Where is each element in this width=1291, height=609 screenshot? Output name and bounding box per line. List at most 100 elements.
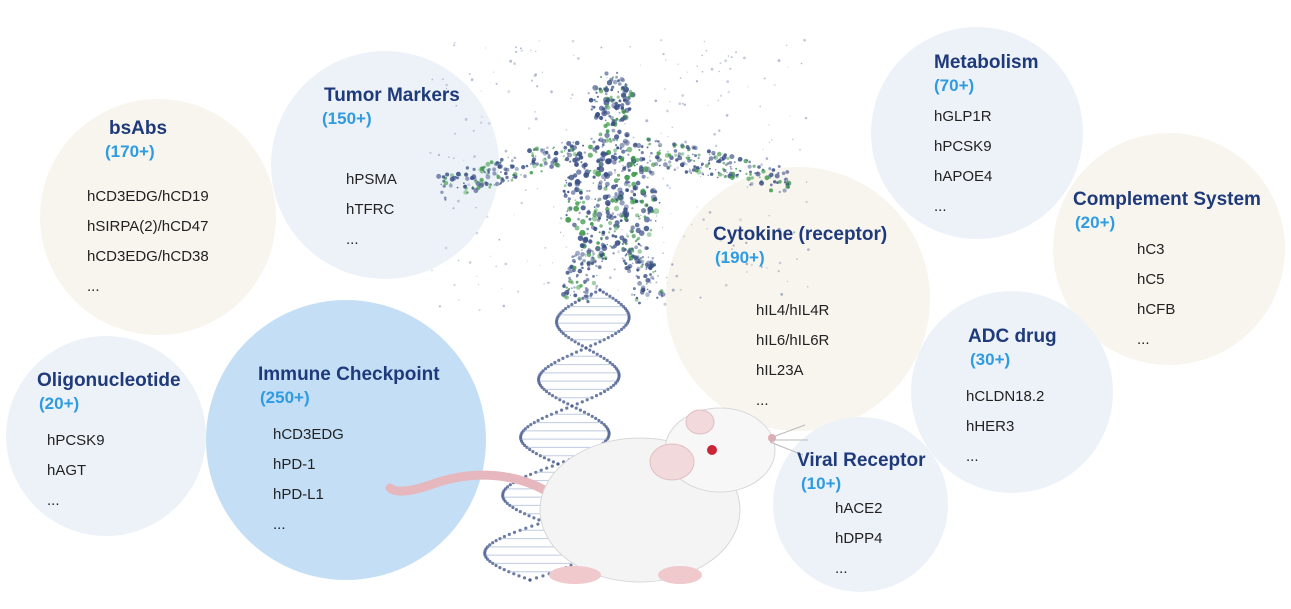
particle [745,172,748,175]
particle [441,175,446,179]
particle [546,146,549,149]
particle [624,107,630,113]
particle [690,172,692,174]
particle [491,541,495,545]
particle [586,261,591,266]
particle [456,171,461,177]
particle [693,160,696,162]
particle [624,174,630,181]
particle [684,140,688,144]
particle [765,157,769,160]
particle [735,51,738,54]
particle [572,152,577,157]
particle [584,253,587,256]
particle [648,279,651,281]
particle [606,202,611,207]
particle [645,266,648,269]
particle [613,268,616,271]
particle [497,164,502,169]
particle [579,181,582,184]
particle [710,172,714,176]
particle [592,84,599,91]
particle [545,414,549,418]
particle [650,275,654,280]
particle [729,154,735,160]
particle [573,187,579,193]
particle [624,83,628,87]
particle [619,142,625,148]
particle [612,383,616,387]
particle [585,215,588,218]
particle [803,38,806,42]
particle [578,270,581,272]
category-count: (20+) [1075,213,1116,232]
particle [707,104,709,107]
particle [805,181,808,183]
particle [575,201,580,206]
particle [580,219,586,225]
particle [485,172,489,176]
particle [682,161,686,166]
particle [666,184,669,187]
particle [505,501,509,505]
particle [543,367,548,371]
particle [571,255,574,258]
category-title: Oligonucleotide [37,370,181,391]
particle [718,70,720,73]
particle [596,274,598,277]
particle [696,169,702,175]
particle [532,163,537,169]
particle [536,187,539,190]
particle [574,225,580,231]
particle [696,166,700,170]
particle [610,115,614,120]
particle [602,338,606,342]
particle [636,238,639,241]
particle [631,171,637,177]
particle [580,252,585,257]
particle [806,285,809,288]
particle [608,276,612,280]
particle [679,77,682,79]
particle [599,224,603,228]
particle [677,154,680,157]
particle [761,169,766,174]
particle [562,235,565,237]
particle [638,149,641,151]
particle [749,183,752,186]
particle [629,199,636,205]
particle [586,232,589,235]
particle [524,526,528,530]
particle [593,226,598,231]
particle [733,161,736,164]
particle [777,227,781,231]
particle [579,201,581,203]
particle [569,144,574,149]
particle [654,99,658,103]
particle [588,97,594,103]
particle [606,213,612,219]
particle [463,159,465,161]
particle [737,157,743,162]
particle [565,179,567,182]
particle [590,234,594,238]
particle [653,197,658,202]
particle [643,225,650,232]
particle [474,179,478,184]
particle [624,122,626,125]
particle [805,200,808,204]
particle [592,140,596,144]
particle [793,231,796,234]
particle [605,105,611,110]
particle [606,194,611,199]
particle [485,174,491,180]
particle [604,257,607,260]
particle [717,99,719,102]
particle [455,104,458,107]
particle [472,129,475,132]
particle [759,180,764,186]
particle [534,155,537,158]
particle [693,165,697,169]
particle [679,288,682,291]
particle [612,252,615,255]
